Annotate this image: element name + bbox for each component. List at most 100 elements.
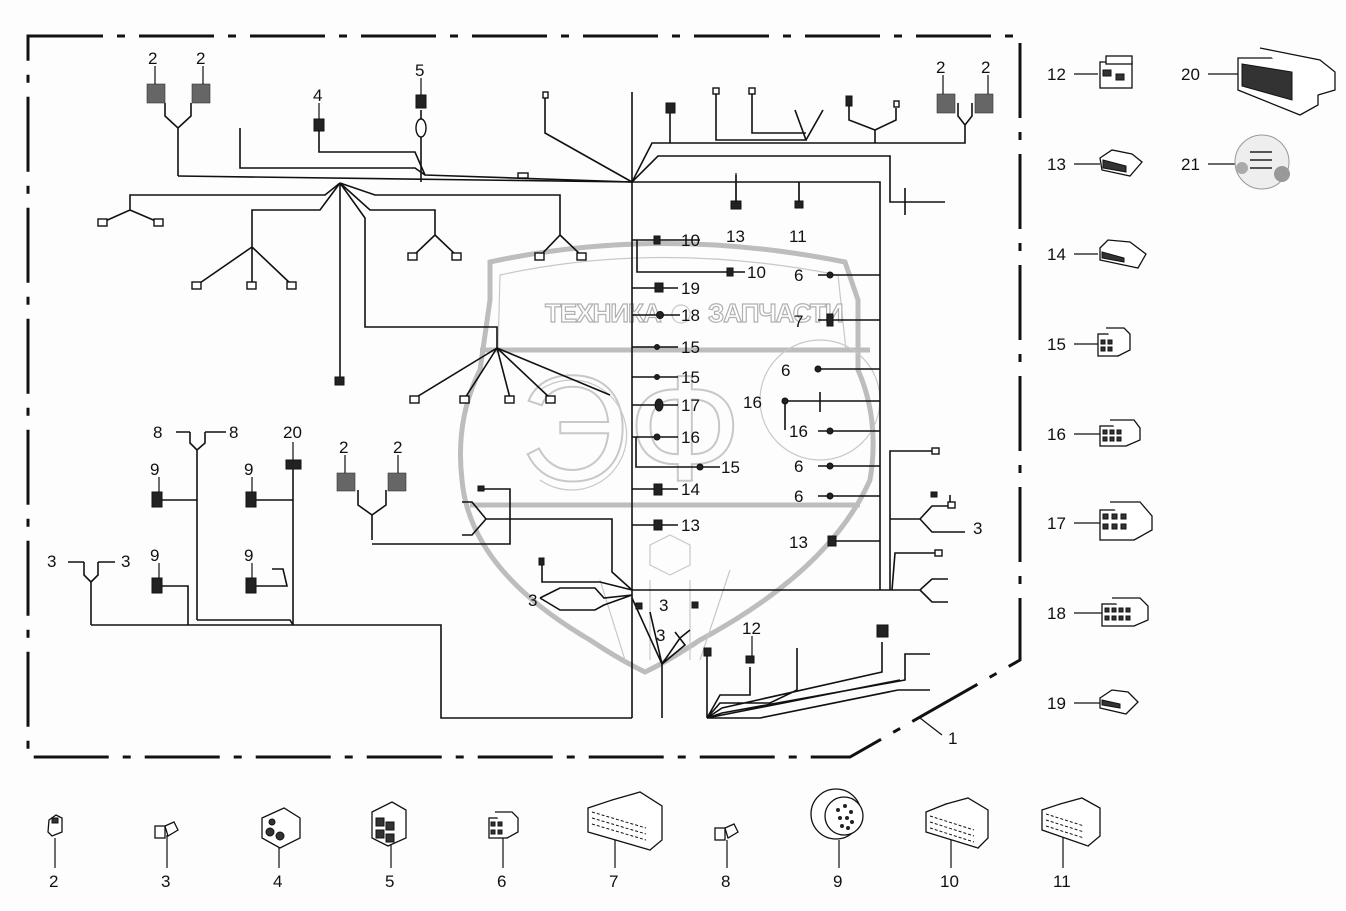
connector-12-icon[interactable] bbox=[1099, 55, 1133, 89]
part-label: 4 bbox=[273, 872, 282, 891]
callout-2: 2 bbox=[339, 438, 348, 457]
part-label: 14 bbox=[1047, 245, 1066, 264]
callout-3: 3 bbox=[528, 591, 537, 610]
connector-6-icon[interactable] bbox=[488, 811, 519, 839]
label-disc-21-icon[interactable] bbox=[1234, 134, 1290, 190]
connector-20-icon[interactable] bbox=[1237, 47, 1336, 116]
callout-20: 20 bbox=[283, 423, 302, 442]
harness-connectors bbox=[97, 83, 994, 664]
connector-2-symbol bbox=[974, 93, 994, 114]
callout-10: 10 bbox=[747, 263, 766, 282]
connector-2-symbol bbox=[146, 83, 166, 104]
callout-3: 3 bbox=[656, 626, 665, 645]
callout-16: 16 bbox=[743, 393, 762, 412]
connector-14-icon[interactable] bbox=[1099, 239, 1147, 269]
connector-7-icon[interactable] bbox=[587, 791, 663, 851]
connector-9-symbol bbox=[151, 491, 163, 508]
part-label: 10 bbox=[940, 872, 959, 891]
callout-6: 6 bbox=[794, 457, 803, 476]
connector-12-symbol bbox=[745, 655, 755, 664]
callout-2: 2 bbox=[148, 49, 157, 68]
part-label: 9 bbox=[833, 872, 842, 891]
callout-2: 2 bbox=[981, 58, 990, 77]
callout-12: 12 bbox=[742, 619, 761, 638]
connector-2-symbol bbox=[936, 93, 956, 114]
connector-2-icon[interactable] bbox=[47, 814, 63, 837]
callout-9: 9 bbox=[244, 460, 253, 479]
callout-9: 9 bbox=[150, 546, 159, 565]
grommet-symbol bbox=[415, 118, 427, 138]
callout-3: 3 bbox=[121, 552, 130, 571]
watermark-text-right: ЗАПЧАСТИ bbox=[708, 298, 843, 328]
callout-3: 3 bbox=[659, 596, 668, 615]
connector-15-icon[interactable] bbox=[1097, 327, 1131, 357]
connector-20-symbol bbox=[285, 459, 302, 470]
watermark-text-left: ТЕХНИКА bbox=[545, 298, 662, 328]
connector-19-icon[interactable] bbox=[1099, 689, 1139, 715]
part-label: 6 bbox=[497, 872, 506, 891]
watermark: ТЕХНИКА ЗАПЧАСТИ ЭФ bbox=[458, 241, 881, 675]
connector-5-symbol bbox=[415, 94, 427, 109]
part-label: 17 bbox=[1047, 514, 1066, 533]
connector-9-symbol bbox=[245, 491, 257, 508]
watermark-logo: ЭФ bbox=[520, 344, 742, 512]
terminal-8-icon[interactable] bbox=[714, 823, 739, 841]
callout-7: 7 bbox=[794, 312, 803, 331]
part-label: 15 bbox=[1047, 335, 1066, 354]
round-connector-9-icon[interactable] bbox=[810, 788, 864, 840]
callout-16: 16 bbox=[681, 428, 700, 447]
part-label: 16 bbox=[1047, 425, 1066, 444]
connector-17-icon[interactable] bbox=[1099, 501, 1153, 541]
callout-13: 13 bbox=[789, 533, 808, 552]
callout-15: 15 bbox=[681, 368, 700, 387]
callout-19: 19 bbox=[681, 279, 700, 298]
part-label: 2 bbox=[49, 872, 58, 891]
callout-4: 4 bbox=[313, 86, 322, 105]
part-label: 21 bbox=[1181, 155, 1200, 174]
connector-16-icon[interactable] bbox=[1099, 419, 1141, 447]
callout-8: 8 bbox=[153, 423, 162, 442]
connector-4-icon[interactable] bbox=[261, 807, 301, 849]
terminal-3-icon[interactable] bbox=[154, 821, 179, 839]
callout-11: 11 bbox=[789, 227, 807, 246]
connector-10-icon[interactable] bbox=[925, 797, 989, 849]
connector-13-icon[interactable] bbox=[1099, 149, 1143, 177]
callout-6: 6 bbox=[781, 361, 790, 380]
callout-3: 3 bbox=[973, 519, 982, 538]
connector-9-symbol bbox=[245, 577, 257, 594]
part-label: 18 bbox=[1047, 604, 1066, 623]
callout-16: 16 bbox=[789, 422, 808, 441]
callout-18: 18 bbox=[681, 306, 700, 325]
harness-labels: 2 2 4 5 2 2 13 11 10 10 19 18 15 15 17 1… bbox=[47, 49, 990, 748]
part-label: 12 bbox=[1047, 65, 1066, 84]
callout-8: 8 bbox=[229, 423, 238, 442]
callout-14: 14 bbox=[681, 480, 700, 499]
callout-2: 2 bbox=[393, 438, 402, 457]
callout-1: 1 bbox=[948, 729, 957, 748]
callout-17: 17 bbox=[681, 396, 700, 415]
parts-list-right: 12 20 13 21 14 15 bbox=[1047, 47, 1336, 715]
part-label: 11 bbox=[1053, 872, 1071, 891]
connector-9-symbol bbox=[151, 577, 163, 594]
part-label: 3 bbox=[161, 872, 170, 891]
connector-18-icon[interactable] bbox=[1101, 597, 1149, 627]
callout-13: 13 bbox=[681, 516, 700, 535]
callout-13: 13 bbox=[726, 227, 745, 246]
callout-3: 3 bbox=[47, 552, 56, 571]
parts-list-bottom: 2 3 4 5 6 7 bbox=[47, 788, 1101, 891]
callout-leaders bbox=[54, 66, 1238, 868]
part-label: 8 bbox=[721, 872, 730, 891]
connector-11-icon[interactable] bbox=[1041, 797, 1101, 847]
assembly-frame bbox=[26, 34, 1022, 759]
connector-2-symbol bbox=[191, 83, 211, 104]
part-label: 19 bbox=[1047, 694, 1066, 713]
callout-15: 15 bbox=[721, 458, 740, 477]
callout-15: 15 bbox=[681, 338, 700, 357]
connector-5-icon[interactable] bbox=[371, 801, 407, 847]
part-label: 13 bbox=[1047, 155, 1066, 174]
connector-2-symbol bbox=[387, 472, 407, 492]
callout-6: 6 bbox=[794, 266, 803, 285]
callout-9: 9 bbox=[244, 546, 253, 565]
part-label: 20 bbox=[1181, 65, 1200, 84]
